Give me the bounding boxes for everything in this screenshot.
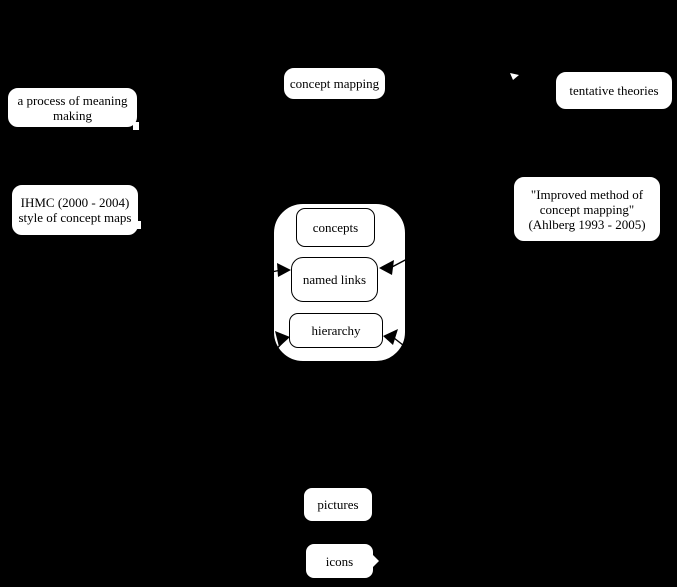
node-named-links[interactable]: named links <box>291 257 378 302</box>
link-remnant-left-of-tentative-theories <box>510 73 519 80</box>
link-remnant-right-of-icons <box>373 555 379 567</box>
node-improved-method-ahlberg[interactable]: "Improved method of concept mapping" (Ah… <box>513 176 661 242</box>
node-concept-mapping[interactable]: concept mapping <box>283 67 386 100</box>
node-pictures[interactable]: pictures <box>303 487 373 522</box>
link-remnant-right-of-process <box>133 122 139 130</box>
link-remnant-right-of-ihmc <box>135 221 141 229</box>
node-icons[interactable]: icons <box>305 543 374 579</box>
node-process-of-meaning-making[interactable]: a process of meaning making <box>7 87 138 128</box>
arrow-left-into-named-links-icon[interactable] <box>261 263 291 277</box>
node-tentative-theories[interactable]: tentative theories <box>555 71 673 110</box>
node-ihmc-style-of-concept-maps[interactable]: IHMC (2000 - 2004) style of concept maps <box>11 184 139 236</box>
arrow-left-into-hierarchy-icon[interactable] <box>269 331 290 357</box>
node-hierarchy[interactable]: hierarchy <box>289 313 383 348</box>
node-concepts[interactable]: concepts <box>296 208 375 247</box>
arrow-right-into-named-links-icon[interactable] <box>379 257 410 275</box>
arrow-right-into-hierarchy-icon[interactable] <box>383 329 409 350</box>
